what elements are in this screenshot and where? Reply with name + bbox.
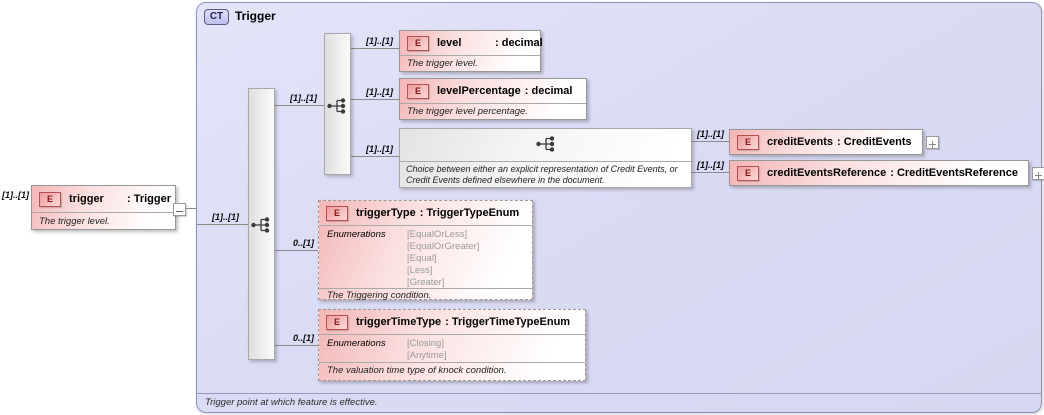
credit-events-row: E creditEvents : CreditEvents bbox=[729, 129, 939, 155]
enumerations-label: Enumerations bbox=[327, 229, 386, 240]
element-annotation: The Triggering condition. bbox=[327, 290, 432, 301]
element-level[interactable]: E level : decimal The trigger level. bbox=[399, 30, 543, 72]
enumeration-values: [EqualOrLess] [EqualOrGreater] [Equal] [… bbox=[407, 229, 479, 289]
divider bbox=[319, 288, 532, 289]
connector-line bbox=[692, 172, 729, 173]
connector-line bbox=[351, 156, 399, 157]
connector-line bbox=[275, 105, 324, 106]
connector-line bbox=[275, 345, 318, 346]
divider bbox=[32, 212, 175, 213]
cardinality-label: [1]..[1] bbox=[2, 190, 29, 200]
divider bbox=[400, 103, 586, 104]
enum-value: [EqualOrGreater] bbox=[407, 241, 480, 252]
cardinality-label: [1]..[1] bbox=[212, 212, 239, 222]
sequence-compositor[interactable] bbox=[248, 88, 275, 360]
element-type: : decimal bbox=[524, 85, 573, 97]
divider bbox=[319, 334, 585, 335]
cardinality-label: [1]..[1] bbox=[697, 129, 724, 139]
expand-icon[interactable] bbox=[1032, 166, 1044, 180]
enum-value: [EqualOrLess] bbox=[407, 229, 468, 240]
connector-line bbox=[186, 208, 197, 209]
enum-value: [Anytime] bbox=[407, 350, 447, 361]
enumerations-label: Enumerations bbox=[327, 338, 386, 349]
divider bbox=[400, 161, 691, 162]
connector-line bbox=[197, 224, 248, 225]
choice-compositor[interactable]: Choice between either an explicit repres… bbox=[399, 128, 692, 188]
connector-line bbox=[692, 141, 729, 142]
cardinality-label: 0..[1] bbox=[293, 333, 315, 343]
element-name: creditEventsReference bbox=[767, 167, 887, 179]
element-annotation: The trigger level. bbox=[407, 58, 478, 69]
element-annotation: The trigger level. bbox=[39, 216, 110, 227]
element-icon: E bbox=[737, 165, 759, 181]
choice-icon bbox=[535, 135, 557, 158]
element-trigger[interactable]: E trigger : Trigger The trigger level. bbox=[31, 185, 176, 230]
connector-line bbox=[351, 48, 399, 49]
complex-type-title: Trigger bbox=[235, 9, 276, 23]
collapse-icon[interactable] bbox=[173, 203, 186, 216]
element-type: : CreditEventsReference bbox=[890, 167, 1019, 179]
divider bbox=[319, 362, 585, 363]
element-type: : decimal bbox=[495, 37, 543, 49]
element-name: trigger bbox=[69, 193, 104, 205]
sequence-icon bbox=[250, 216, 272, 239]
element-annotation: The trigger level percentage. bbox=[407, 106, 528, 117]
element-type: : Trigger bbox=[127, 193, 172, 205]
element-icon: E bbox=[326, 314, 348, 330]
enumeration-values: [Closing] [Anytime] bbox=[407, 338, 447, 362]
cardinality-label: 0..[1] bbox=[293, 238, 315, 248]
footer-divider bbox=[197, 393, 1041, 394]
credit-events-reference-row: E creditEventsReference : CreditEventsRe… bbox=[729, 160, 1044, 186]
cardinality-label: [1]..[1] bbox=[366, 36, 393, 46]
enum-value: [Less] bbox=[407, 265, 433, 276]
cardinality-label: [1]..[1] bbox=[366, 144, 393, 154]
element-levelPercentage[interactable]: E levelPercentage : decimal The trigger … bbox=[399, 78, 587, 120]
connector-line bbox=[275, 250, 318, 251]
divider bbox=[319, 225, 532, 226]
enum-value: [Closing] bbox=[407, 338, 444, 349]
sequence-icon bbox=[326, 97, 348, 120]
enum-value: [Equal] bbox=[407, 253, 437, 264]
element-name: creditEvents bbox=[767, 136, 834, 148]
element-icon: E bbox=[39, 191, 61, 207]
complex-type-annotation: Trigger point at which feature is effect… bbox=[205, 397, 378, 408]
element-creditEvents[interactable]: E creditEvents : CreditEvents bbox=[729, 129, 923, 155]
expand-icon[interactable] bbox=[925, 135, 939, 149]
element-name: triggerType bbox=[356, 207, 416, 219]
element-name: triggerTimeType bbox=[356, 316, 442, 328]
divider bbox=[400, 55, 540, 56]
element-creditEventsReference[interactable]: E creditEventsReference : CreditEventsRe… bbox=[729, 160, 1030, 186]
cardinality-label: [1]..[1] bbox=[697, 160, 724, 170]
element-annotation: The valuation time type of knock conditi… bbox=[327, 365, 507, 376]
element-type: : TriggerTimeTypeEnum bbox=[445, 316, 571, 328]
element-icon: E bbox=[407, 83, 429, 99]
element-type: : TriggerTypeEnum bbox=[419, 207, 520, 219]
element-icon: E bbox=[326, 205, 348, 221]
connector-line bbox=[351, 99, 399, 100]
element-name: levelPercentage bbox=[437, 85, 521, 97]
element-triggerTimeType[interactable]: E triggerTimeType : TriggerTimeTypeEnum … bbox=[318, 309, 586, 381]
complex-type-badge: CT bbox=[204, 9, 229, 25]
enum-value: [Greater] bbox=[407, 277, 445, 288]
cardinality-label: [1]..[1] bbox=[290, 93, 317, 103]
element-type: : CreditEvents bbox=[837, 136, 912, 148]
element-name: level bbox=[437, 37, 462, 49]
choice-annotation: Choice between either an explicit repres… bbox=[406, 164, 678, 185]
sequence-compositor[interactable] bbox=[324, 33, 351, 175]
cardinality-label: [1]..[1] bbox=[366, 87, 393, 97]
element-icon: E bbox=[407, 35, 429, 51]
element-icon: E bbox=[737, 134, 759, 150]
element-triggerType[interactable]: E triggerType : TriggerTypeEnum Enumerat… bbox=[318, 200, 533, 301]
